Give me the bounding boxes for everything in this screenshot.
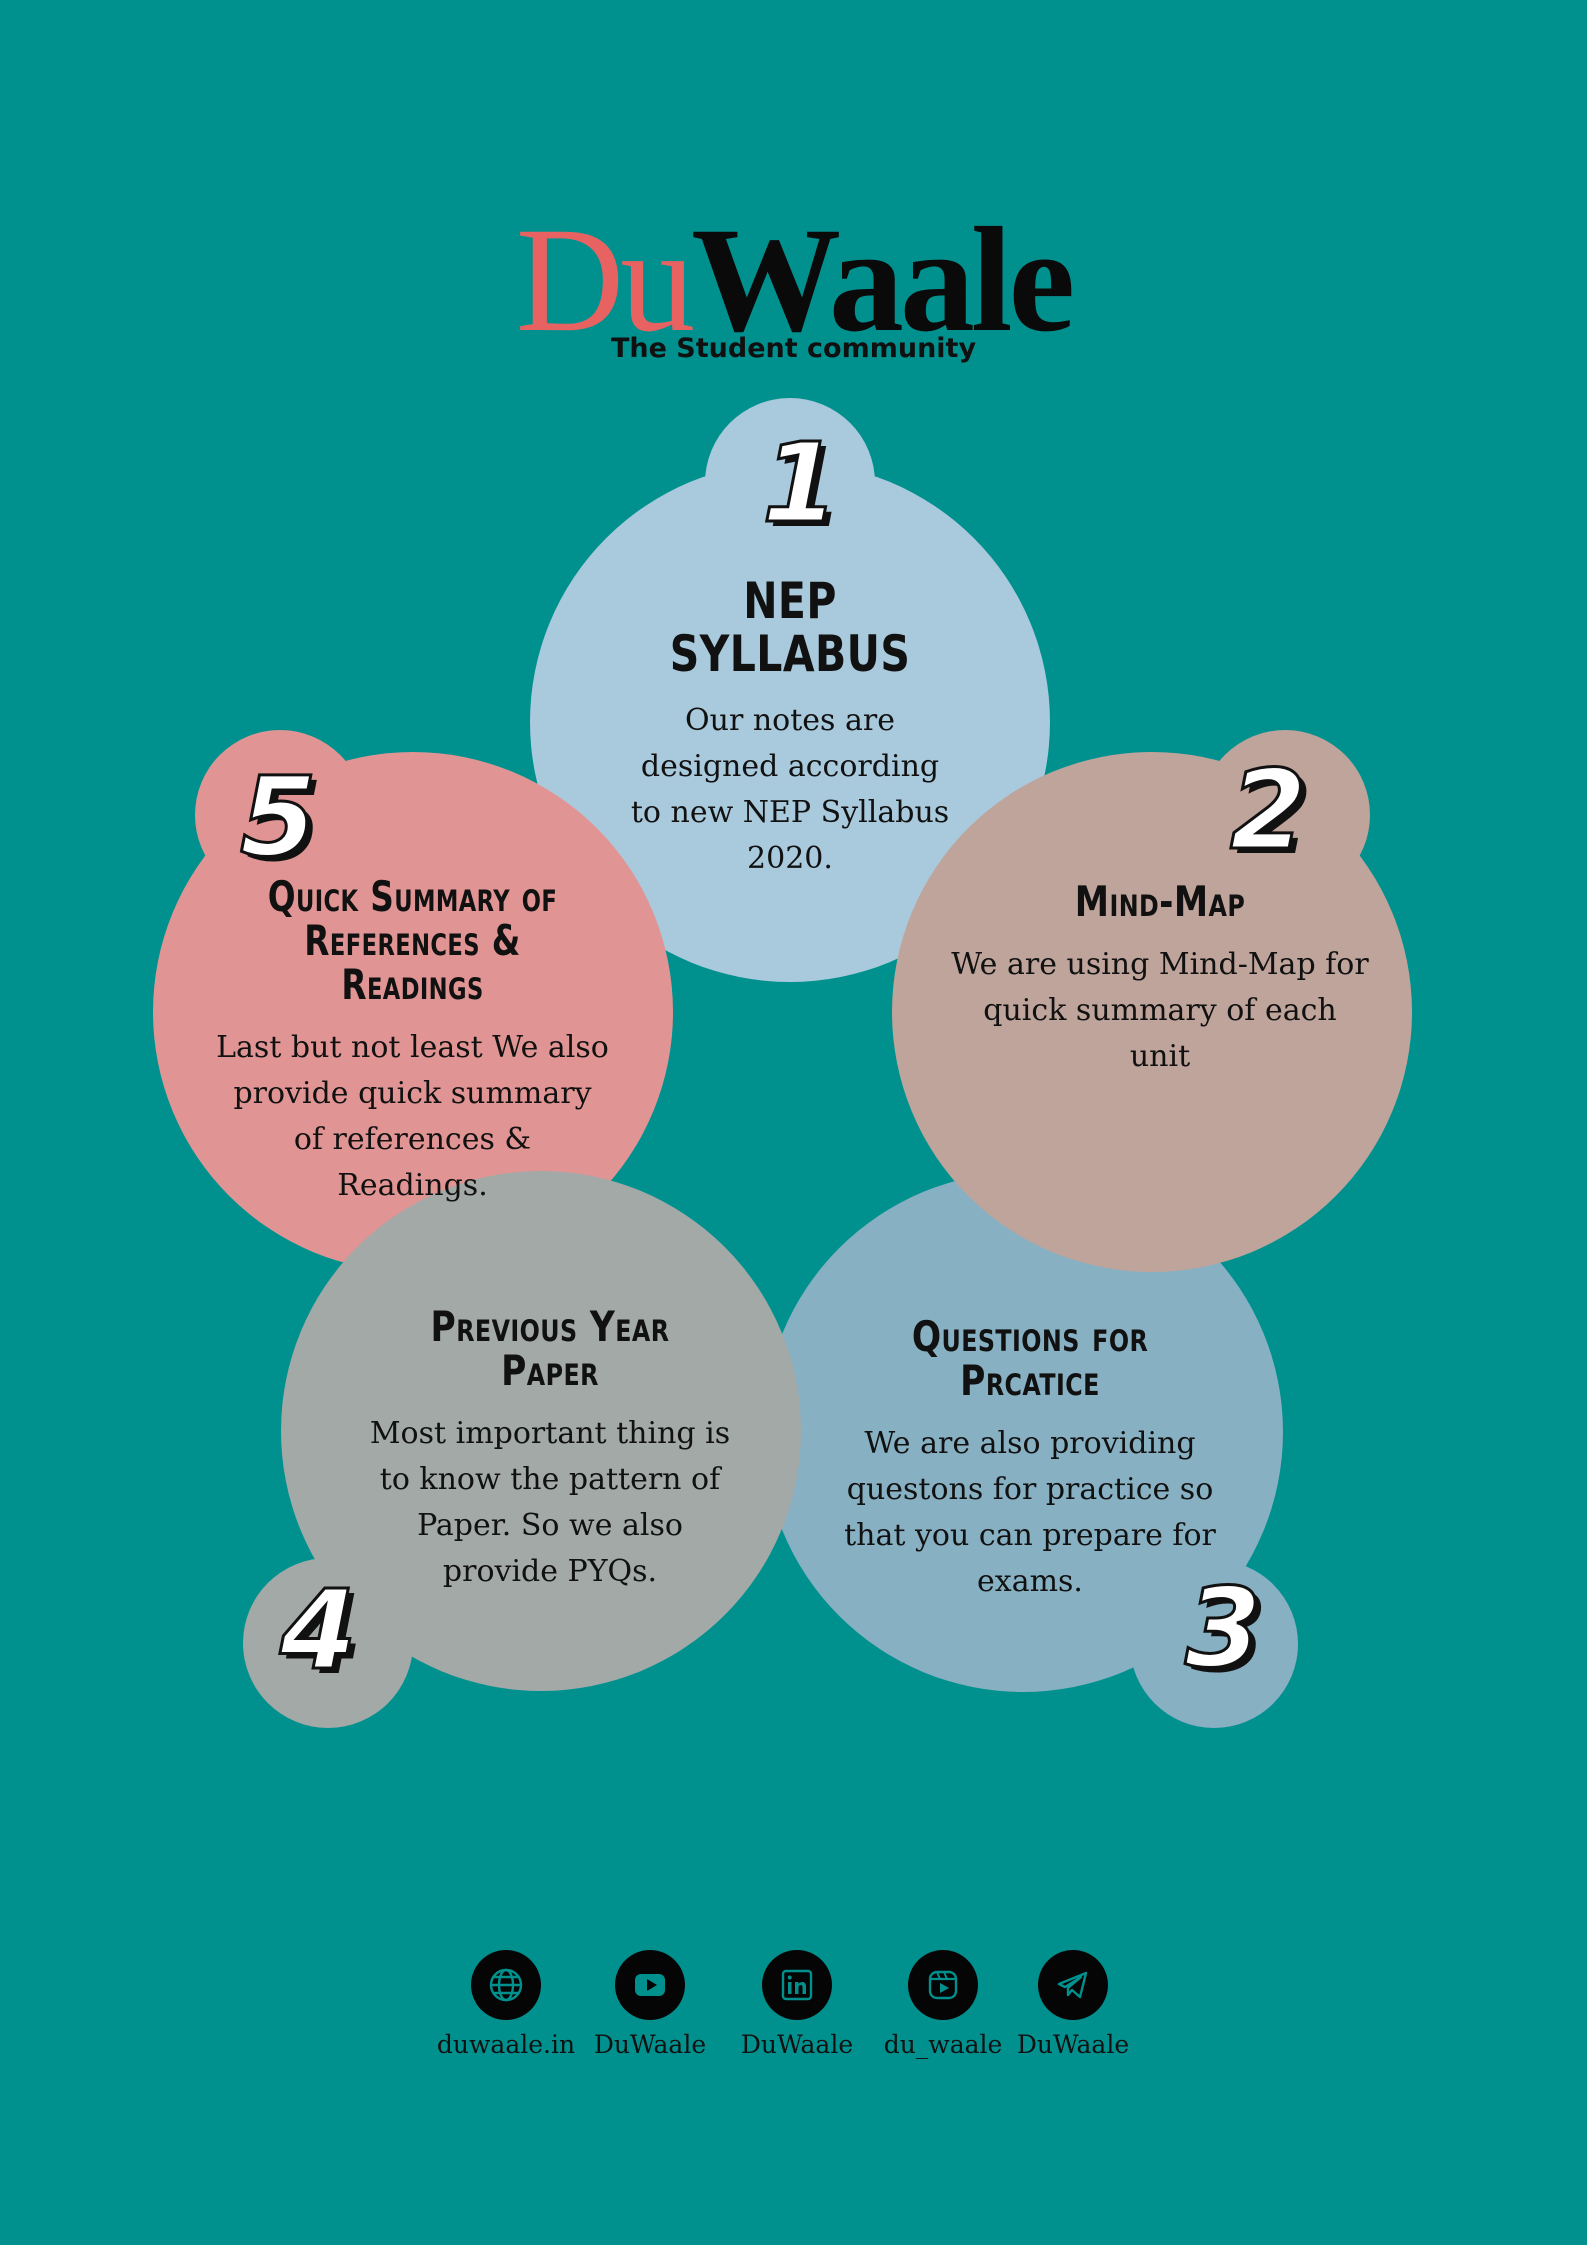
social-youtube[interactable]: DuWaale — [575, 1950, 725, 2059]
feature-card-5: Quick Summary of References & Readings L… — [200, 872, 625, 1209]
feature-title-5: Quick Summary of References & Readings — [267, 872, 558, 1010]
feature-card-4: Previous Year Paper Most important thing… — [345, 1302, 755, 1595]
feature-desc-3: We are also providing questons for pract… — [844, 1426, 1216, 1600]
bubble-4 — [281, 1171, 801, 1691]
feature-desc-5: Last but not least We also provide quick… — [216, 1030, 609, 1204]
feature-number-5: 5 — [239, 753, 319, 881]
social-linkedin[interactable]: DuWaale — [722, 1950, 872, 2059]
feature-number-2: 2 — [1229, 746, 1309, 874]
feature-card-2: Mind-Map We are using Mind-Map for quick… — [950, 877, 1370, 1080]
feature-desc-4: Most important thing is to know the patt… — [369, 1416, 731, 1590]
social-instagram[interactable]: du_waale — [868, 1950, 1018, 2059]
feature-desc-2: We are using Mind-Map for quick summary … — [951, 947, 1369, 1075]
social-website[interactable]: duwaale.in — [431, 1950, 581, 2059]
feature-desc-1: Our notes are designed according to new … — [630, 703, 950, 876]
social-label: DuWaale — [593, 2030, 707, 2059]
social-label: duwaale.in — [436, 2030, 576, 2059]
feature-title-4: Previous Year Paper — [430, 1302, 670, 1396]
social-label: DuWaale — [740, 2030, 854, 2059]
social-label: du_waale — [883, 2030, 1003, 2059]
feature-title-3: Questions for Prcatice — [911, 1312, 1149, 1406]
linkedin-icon — [762, 1950, 832, 2020]
feature-number-1: 1 — [761, 419, 841, 547]
social-label: DuWaale — [1016, 2030, 1130, 2059]
feature-number-3: 3 — [1184, 1564, 1264, 1692]
bubble-2 — [892, 752, 1412, 1272]
feature-title-2: Mind-Map — [1074, 877, 1246, 926]
brand-name-du: Du — [515, 197, 695, 363]
instagram-icon — [908, 1950, 978, 2020]
feature-card-1: NEP SYLLABUS Our notes are designed acco… — [600, 575, 980, 882]
feature-number-4: 4 — [279, 1566, 359, 1694]
telegram-icon — [1038, 1950, 1108, 2020]
social-telegram[interactable]: DuWaale — [998, 1950, 1148, 2059]
brand-logo: DuWaale — [0, 205, 1587, 355]
feature-title-1: NEP SYLLABUS — [669, 572, 911, 683]
feature-card-3: Questions for Prcatice We are also provi… — [815, 1312, 1245, 1605]
globe-icon — [471, 1950, 541, 2020]
brand-name-waale: Waale — [691, 197, 1075, 363]
youtube-icon — [615, 1950, 685, 2020]
brand-tagline: The Student community — [610, 333, 977, 364]
